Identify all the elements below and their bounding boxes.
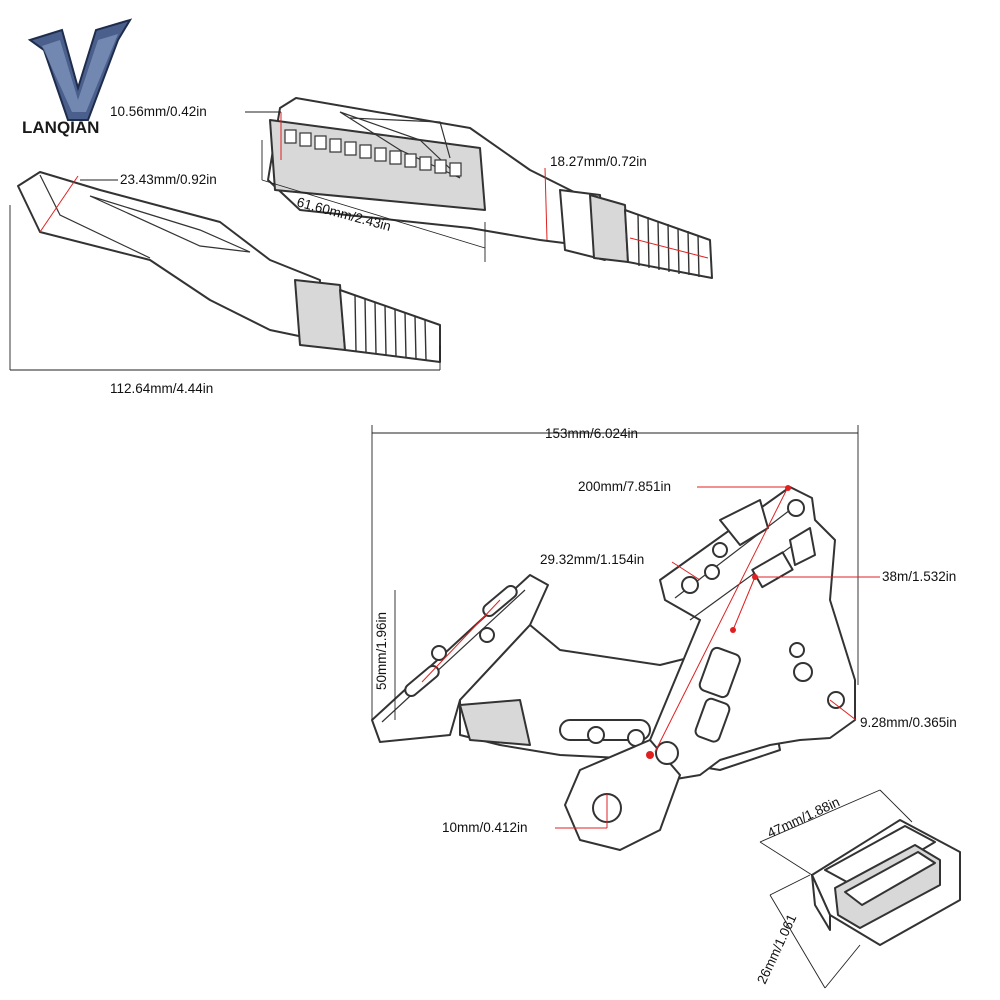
arm-length-label: 200mm/7.851in — [578, 479, 671, 494]
brand-name: LANQIAN — [22, 118, 99, 137]
hole-diameter-line — [829, 699, 857, 721]
plate-height-label: 50mm/1.96in — [374, 612, 389, 690]
reflector-height-label: 26mm/1.061 — [754, 912, 799, 986]
led-width-label: 10.56mm/0.42in — [110, 104, 207, 119]
plate-width-label: 38m/1.532in — [882, 569, 956, 584]
led-row — [284, 129, 462, 177]
hole-diameter-label: 9.28mm/0.365in — [860, 715, 957, 730]
slot-spacing-line — [671, 561, 701, 581]
stem-width-line — [544, 167, 548, 241]
v-shield-logo-icon — [27, 18, 133, 121]
total-length-label: 112.64mm/4.44in — [110, 381, 213, 396]
stem-width-label: 18.27mm/0.72in — [550, 154, 647, 169]
lens-height-label: 23.43mm/0.92in — [120, 172, 217, 187]
plate-height-line — [421, 599, 501, 683]
arm-length-line — [654, 486, 789, 753]
reflector-part — [811, 819, 961, 946]
bracket-width-label: 153mm/6.024in — [545, 426, 638, 441]
slot-spacing-label: 29.32mm/1.154in — [540, 552, 644, 567]
mount-hole-label: 10mm/0.412in — [442, 820, 528, 835]
reflector-length-label: 47mm/1.88in — [765, 794, 842, 841]
plate-width-line — [732, 576, 756, 631]
turn-signal-upper — [267, 97, 713, 279]
reflector-height-line — [769, 894, 826, 989]
lens-height-line — [39, 175, 79, 233]
reflector-length-line — [759, 789, 881, 843]
license-plate-bracket — [371, 486, 856, 851]
